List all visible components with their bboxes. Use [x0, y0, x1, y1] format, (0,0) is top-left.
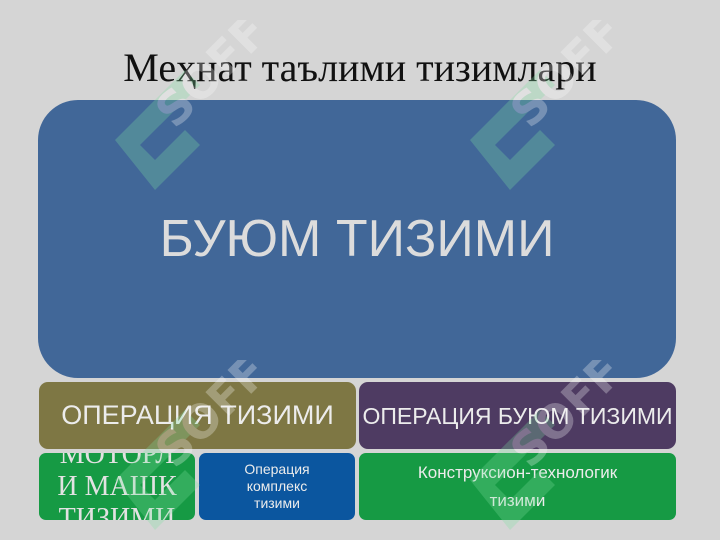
product-system-box: БУЮМ ТИЗИМИ — [38, 100, 676, 378]
operation-system-box: ОПЕРАЦИЯ ТИЗИМИ — [39, 382, 356, 449]
motor-machine-system-label: МОТОРЛ И МАШК ТИЗИМИ — [57, 453, 177, 520]
construction-tech-system-label: Конструксион-технологик тизими — [417, 462, 618, 510]
operation-item-system-label: ОПЕРАЦИЯ БУЮМ ТИЗИМИ — [362, 402, 673, 429]
operation-item-system-box: ОПЕРАЦИЯ БУЮМ ТИЗИМИ — [359, 382, 676, 449]
operation-complex-system-label: Операция комплекс тизими — [244, 461, 310, 511]
slide-title: Меҳнат таълими тизимлари — [123, 45, 597, 90]
product-system-label: БУЮМ ТИЗИМИ — [159, 210, 555, 268]
construction-tech-system-box: Конструксион-технологик тизими — [359, 453, 676, 520]
operation-complex-system-box: Операция комплекс тизими — [199, 453, 355, 520]
motor-machine-system-box: МОТОРЛ И МАШК ТИЗИМИ — [39, 453, 195, 520]
operation-system-label: ОПЕРАЦИЯ ТИЗИМИ — [61, 400, 334, 430]
